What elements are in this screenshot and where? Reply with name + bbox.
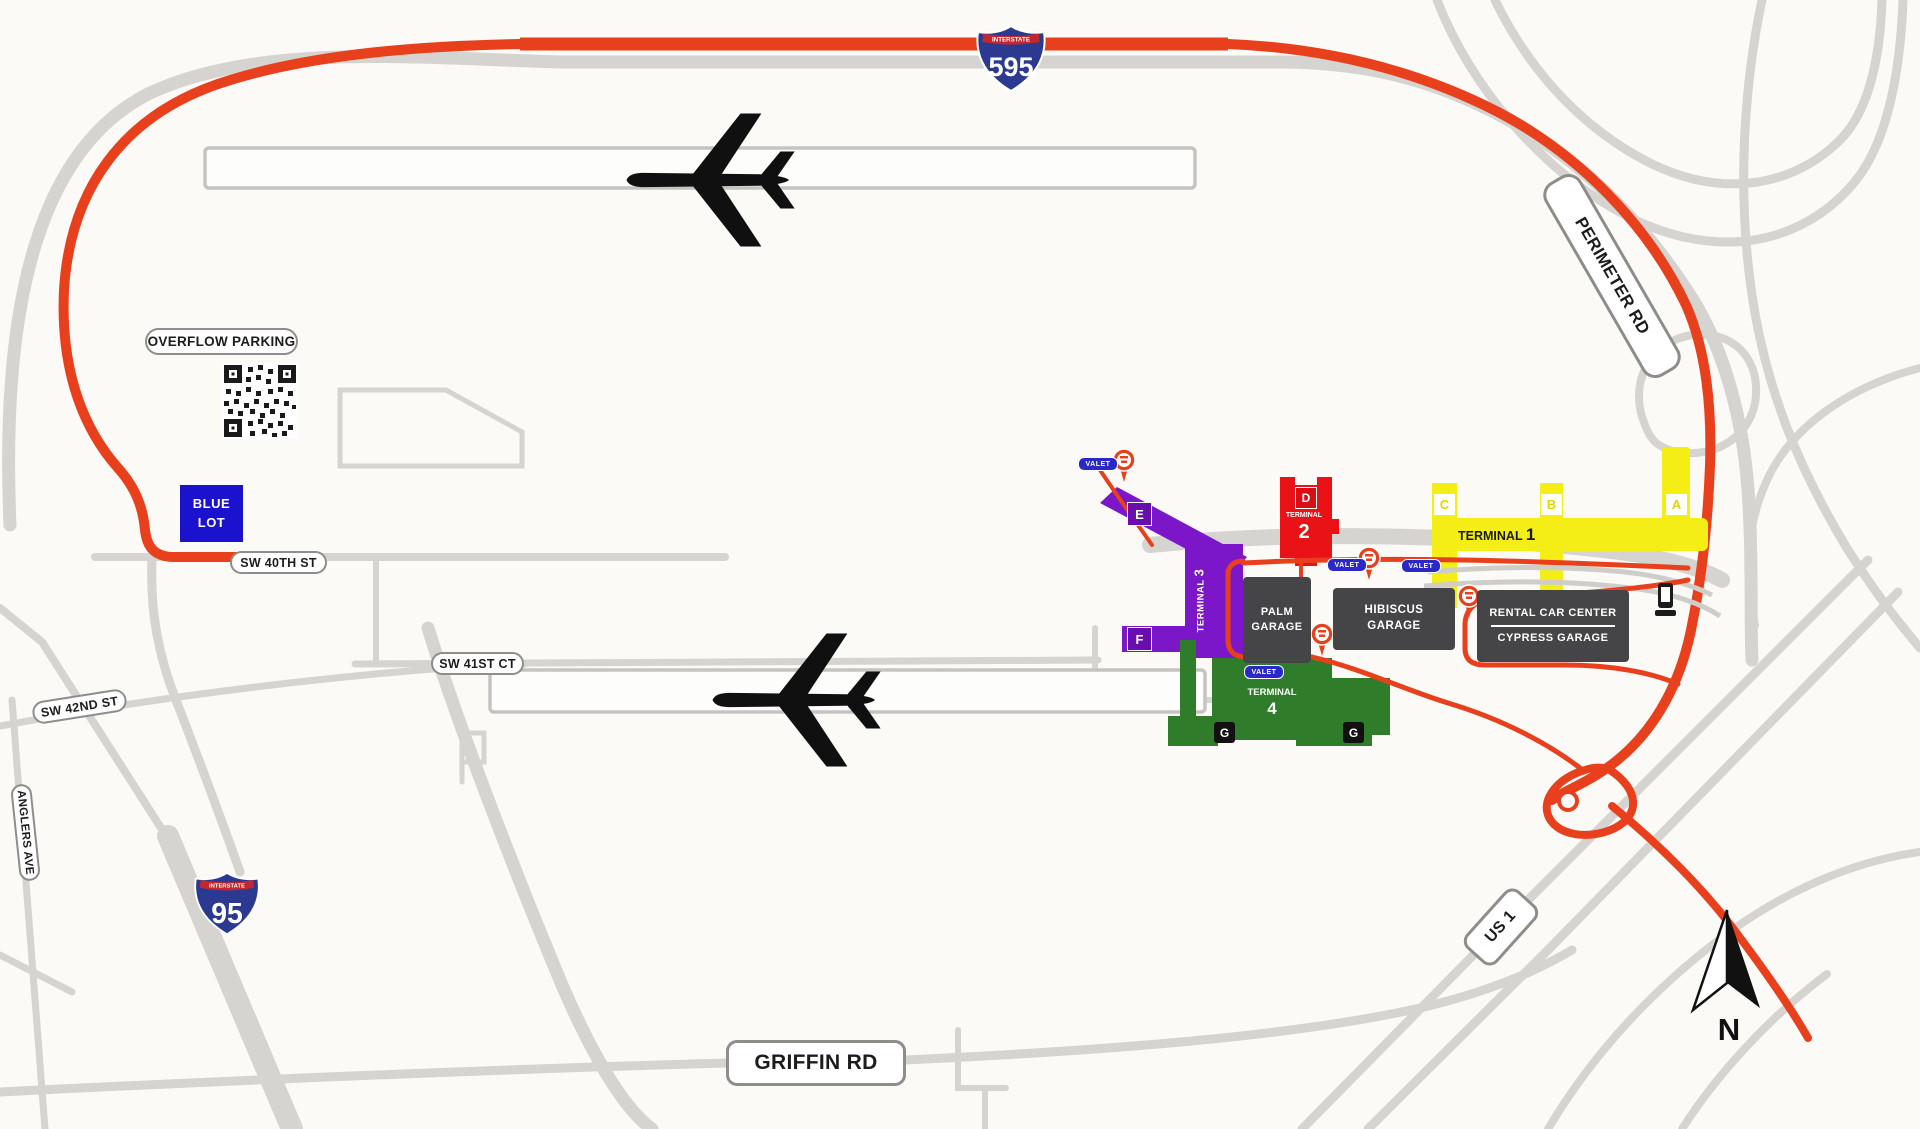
rental-car-center: RENTAL CAR CENTER CYPRESS GARAGE: [1477, 590, 1629, 662]
terminal-3-label: TERMINAL 3: [1192, 553, 1207, 649]
red-route-layer: [58, 37, 1812, 1042]
palm-garage: PALM GARAGE: [1243, 577, 1311, 663]
i95-number: 95: [211, 898, 243, 930]
i595-banner: INTERSTATE: [992, 37, 1030, 44]
concourse-e-badge: E: [1127, 502, 1152, 526]
sw-41st-ct-text: SW 41ST CT: [439, 656, 516, 671]
compass-north-text: N: [1717, 1012, 1741, 1047]
concourse-f-badge: F: [1127, 627, 1152, 651]
qr-code: [222, 363, 298, 439]
terminal-3-text: TERMINAL: [1195, 579, 1207, 633]
terminal-1-text: TERMINAL: [1458, 529, 1523, 543]
overflow-parking-label: OVERFLOW PARKING: [145, 328, 298, 355]
concourse-g-west-badge: G: [1214, 722, 1235, 743]
valet-text: VALET: [1408, 562, 1434, 570]
hibiscus-garage: HIBISCUS GARAGE: [1333, 588, 1455, 650]
i95-banner: INTERSTATE: [209, 883, 245, 889]
airplane-icon: [626, 113, 795, 247]
valet-text: VALET: [1085, 460, 1111, 468]
terminal-4-number-text: 4: [1267, 699, 1277, 718]
valet-text: VALET: [1334, 561, 1360, 569]
i595-shield: INTERSTATE 595: [976, 24, 1046, 93]
valet-badge: VALET: [1327, 558, 1367, 572]
pickup-pin-icon: [1310, 622, 1334, 656]
concourse-a-badge: A: [1666, 494, 1687, 515]
us1-text: US 1: [1482, 907, 1520, 947]
north-arrow-icon: [1690, 909, 1760, 1014]
terminal-2-text: TERMINAL: [1285, 512, 1323, 519]
valet-badge: VALET: [1078, 457, 1118, 471]
terminal-2-number: 2: [1278, 521, 1330, 544]
concourse-g-east-badge: G: [1343, 722, 1364, 743]
concourse-e-text: E: [1135, 506, 1144, 522]
concourse-f-text: F: [1135, 631, 1144, 647]
concourse-g-east-text: G: [1348, 725, 1359, 740]
terminal-4-label: TERMINAL: [1242, 687, 1302, 698]
blue-lot-line1: BLUE: [192, 495, 231, 511]
hibiscus-garage-line1: HIBISCUS: [1364, 604, 1424, 617]
hibiscus-garage-line2: GARAGE: [1367, 620, 1421, 632]
concourse-d-text: D: [1301, 491, 1311, 505]
valet-text: VALET: [1251, 668, 1277, 676]
griffin-rd-label: GRIFFIN RD: [726, 1040, 906, 1086]
palm-garage-line2: GARAGE: [1251, 621, 1303, 633]
rcc-divider: [1490, 625, 1616, 627]
compass-north-label: N: [1700, 1012, 1758, 1048]
terminal-4-number: 4: [1242, 699, 1302, 719]
cypress-garage-line: CYPRESS GARAGE: [1497, 632, 1609, 644]
loop-node: [1557, 790, 1579, 812]
terminal-access-roads: [1423, 565, 1722, 619]
sw-40th-st-label: SW 40TH ST: [230, 551, 327, 574]
overflow-parking-text: OVERFLOW PARKING: [147, 334, 296, 349]
concourse-b-text: B: [1546, 497, 1557, 512]
sw-40th-st-text: SW 40TH ST: [240, 555, 317, 570]
anglers-ave-text: ANGLERS AVE: [15, 789, 36, 876]
rental-car-center-line1: RENTAL CAR CENTER: [1489, 607, 1617, 620]
terminal-1-number: 1: [1525, 525, 1536, 544]
terminal-1-label: TERMINAL 1: [1458, 525, 1535, 545]
runways: [203, 146, 1207, 714]
concourse-a-text: A: [1671, 497, 1682, 512]
concourse-g-west-text: G: [1219, 725, 1230, 740]
concourse-d-badge: D: [1295, 487, 1317, 509]
runway-south: [488, 668, 1207, 714]
concourse-b-badge: B: [1541, 494, 1562, 515]
pickup-pin-icon: [1457, 584, 1481, 618]
concourse-c-text: C: [1439, 497, 1450, 512]
blue-lot: BLUE LOT: [180, 485, 243, 542]
terminal-loop-roads: [1098, 468, 1691, 771]
i595-number: 595: [988, 52, 1033, 82]
i95-shield: INTERSTATE 95: [194, 871, 260, 936]
griffin-rd-text: GRIFFIN RD: [754, 1051, 878, 1074]
concourse-c-badge: C: [1434, 494, 1455, 515]
terminal-4-text: TERMINAL: [1247, 687, 1297, 698]
blue-lot-line2: LOT: [197, 514, 226, 530]
terminal-2-number-text: 2: [1298, 521, 1310, 543]
pickup-pin-icons: [1112, 448, 1481, 656]
palm-garage-line1: PALM: [1260, 606, 1294, 619]
cell-phone-lot-icon: [1655, 583, 1676, 616]
terminal-2-label: TERMINAL: [1278, 512, 1330, 519]
terminal-3-number: 3: [1191, 568, 1207, 577]
sw-41st-ct-label: SW 41ST CT: [431, 652, 524, 675]
valet-badge: VALET: [1401, 559, 1441, 573]
terminal-3-shape: [1100, 487, 1247, 658]
airplane-icon: [712, 633, 881, 767]
valet-badge: VALET: [1244, 665, 1284, 679]
